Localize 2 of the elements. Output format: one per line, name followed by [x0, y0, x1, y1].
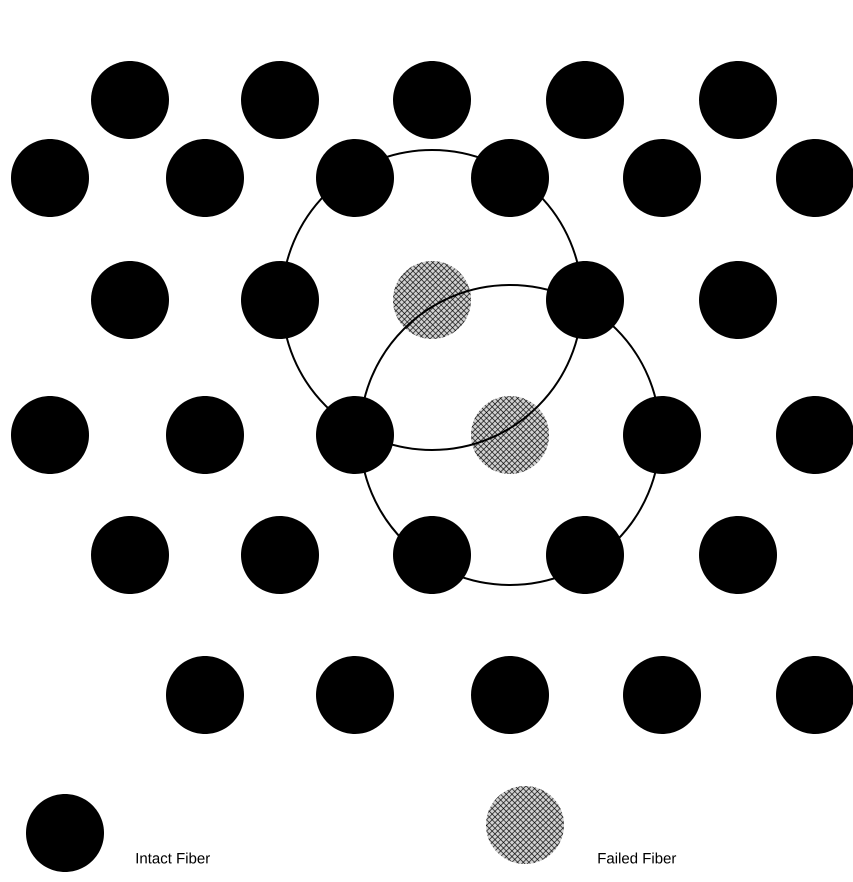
legend-label: Intact Fiber	[136, 852, 210, 864]
legend-label: Failed Fiber	[598, 852, 676, 864]
